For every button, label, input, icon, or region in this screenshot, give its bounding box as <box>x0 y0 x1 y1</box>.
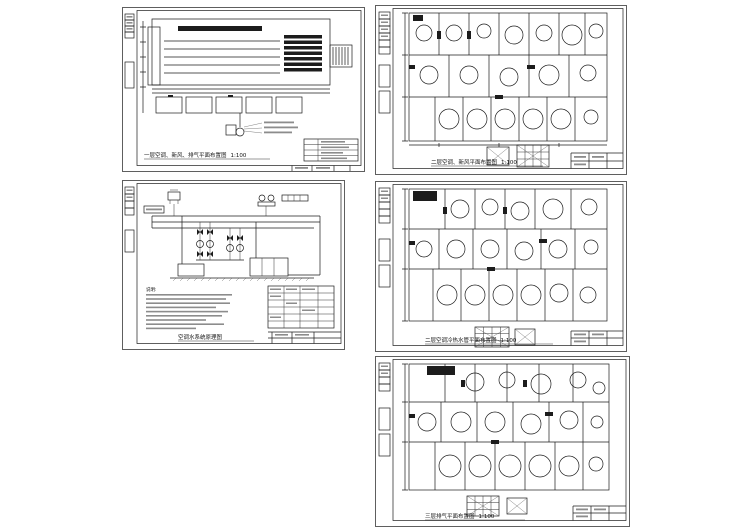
fan-coil-marks <box>409 380 553 444</box>
notes-block <box>146 294 232 330</box>
sheet-frame <box>122 180 345 350</box>
legend-table <box>303 138 359 162</box>
pipe-runs <box>151 215 321 276</box>
plant-room-label <box>413 191 437 201</box>
pump-assemblies <box>196 222 244 260</box>
building-outline <box>408 363 610 491</box>
sheet-frame <box>375 181 627 352</box>
schedule-table <box>267 285 335 329</box>
sheet-frame <box>375 356 630 527</box>
margin-boxes <box>378 11 391 114</box>
sheet-frame <box>122 7 365 172</box>
title-block <box>291 165 351 171</box>
corridor-lines <box>152 88 330 94</box>
building-outline <box>408 188 608 322</box>
room-partitions <box>155 95 303 114</box>
dimension-lines <box>402 188 408 322</box>
room-partitions <box>409 189 607 321</box>
outdoor-unit <box>225 113 245 137</box>
fan-coil-marks <box>409 15 535 99</box>
stair-symbol <box>332 47 349 65</box>
cooling-tower-symbol <box>474 326 536 348</box>
equipment-circles <box>417 371 606 478</box>
sheet-frame <box>375 5 627 175</box>
margin-boxes <box>124 186 135 253</box>
sheet-title: 空调水系统原理图 <box>178 333 223 341</box>
cooling-tower-symbol <box>466 495 528 517</box>
ahu-block <box>178 26 322 72</box>
title-block <box>572 505 626 521</box>
equipment-circles <box>415 23 604 130</box>
dimension-lines <box>140 21 146 113</box>
title-block <box>570 330 623 346</box>
sheet3-drawing: 说明: 空调水系统原理图 <box>122 180 345 350</box>
plant-room-label <box>427 366 455 375</box>
pressure-pump-group <box>257 194 309 216</box>
chiller-units <box>177 257 289 277</box>
dimension-lines <box>402 363 408 491</box>
dimension-lines <box>402 12 607 147</box>
equipment-circles <box>415 198 599 306</box>
title-block <box>268 331 341 344</box>
expansion-tank <box>143 189 181 216</box>
ground-hatch <box>170 277 314 282</box>
margin-boxes <box>378 187 391 288</box>
fan-coil-marks <box>409 207 547 271</box>
notes-header: 说明: <box>146 286 157 293</box>
building-outline <box>147 18 353 86</box>
title-block <box>570 152 623 169</box>
annotation-bars <box>243 121 298 134</box>
building-outline <box>408 12 608 142</box>
duct-runs <box>164 40 280 74</box>
margin-boxes <box>124 13 135 89</box>
cooling-tower-symbol <box>486 144 550 168</box>
room-partitions <box>409 364 609 490</box>
margin-boxes <box>378 362 391 457</box>
sheet-water-system-schematic: 说明: 空调水系统原理图 <box>122 180 345 350</box>
